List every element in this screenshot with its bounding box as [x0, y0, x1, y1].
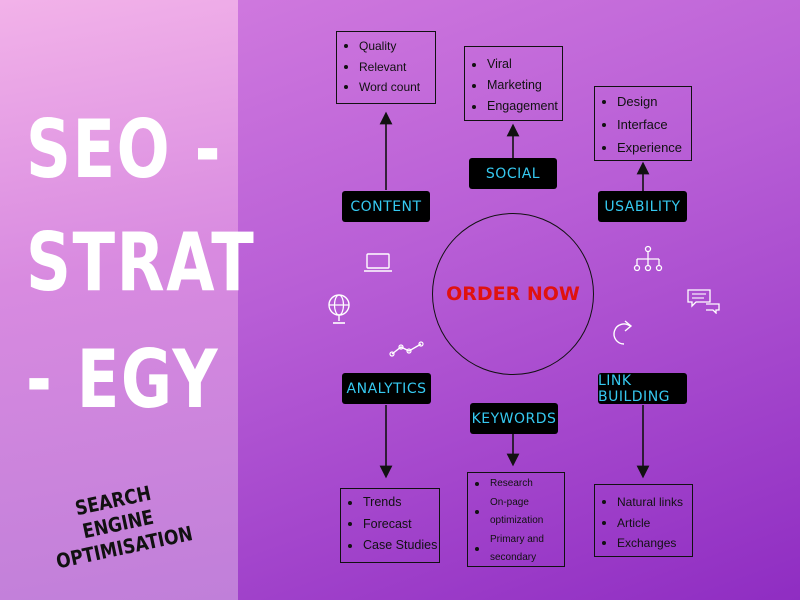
center-circle [432, 213, 594, 375]
analytics-label: ANALYTICS [342, 373, 431, 404]
sitemap-icon [633, 245, 663, 272]
list-item: Quality [337, 36, 435, 57]
list-item: Relevant [337, 57, 435, 78]
title-line-1: SEO - [26, 103, 223, 196]
refresh-arrow-icon [613, 320, 633, 345]
order-now-button[interactable]: ORDER NOW [446, 283, 580, 305]
list-item: Word count [337, 77, 435, 98]
analytics-box: Trends Forecast Case Studies [340, 488, 440, 563]
list-item: Engagement [465, 96, 562, 117]
list-item: Marketing [465, 75, 562, 96]
social-label: SOCIAL [469, 158, 557, 189]
social-box: Viral Marketing Engagement [464, 46, 563, 121]
list-item: Design [595, 90, 691, 113]
list-item: Research [468, 475, 564, 494]
usability-label: USABILITY [598, 191, 687, 222]
list-item: Experience [595, 136, 691, 159]
list-item: Interface [595, 113, 691, 136]
keywords-label: KEYWORDS [470, 403, 558, 434]
chat-icon [687, 289, 720, 314]
list-item: Forecast [341, 514, 439, 536]
list-item: Viral [465, 54, 562, 75]
list-item: Trends [341, 492, 439, 514]
line-chart-icon [389, 341, 424, 357]
list-item: Article [595, 513, 692, 534]
keywords-box: Research On-page optimization Primary an… [467, 472, 565, 567]
title-line-3: - EGY [26, 333, 220, 426]
title-line-2: STRAT [26, 216, 256, 309]
globe-icon [328, 294, 350, 324]
left-panel [0, 0, 238, 600]
list-item: Case Studies [341, 535, 439, 557]
content-box: Quality Relevant Word count [336, 31, 436, 104]
list-item: On-page optimization [468, 494, 550, 531]
usability-box: Design Interface Experience [594, 86, 692, 161]
content-label: CONTENT [342, 191, 430, 222]
list-item: Exchanges [595, 533, 692, 554]
link-building-label: LINK BUILDING [598, 373, 687, 405]
laptop-icon [364, 253, 392, 272]
list-item: Natural links [595, 492, 692, 513]
list-item: Primary and secondary [468, 531, 550, 568]
link-building-box: Natural links Article Exchanges [594, 484, 693, 557]
